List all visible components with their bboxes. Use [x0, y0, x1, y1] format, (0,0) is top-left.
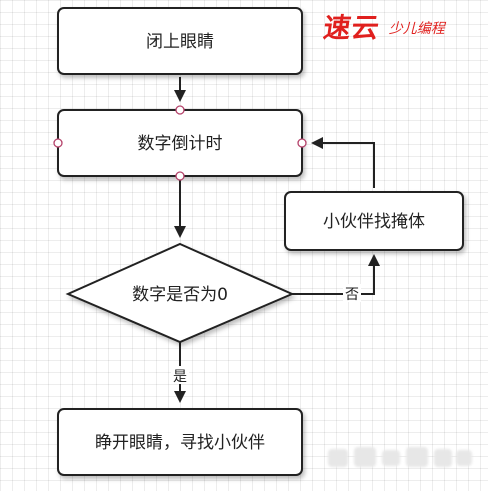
edge-label-yes-bg [171, 366, 189, 384]
node-countdown[interactable]: 数字倒计时 [57, 109, 303, 177]
edge-label-no-bg [343, 284, 361, 302]
logo-sub-text: 少儿编程 [387, 21, 448, 37]
node-friends-hide-box [284, 191, 464, 251]
node-countdown-label: 数字倒计时 [138, 134, 223, 154]
node-open-eyes-box [57, 408, 303, 476]
node-close-eyes[interactable]: 闭上眼睛 [57, 7, 303, 75]
node-decision-label: 数字是否为0 [132, 285, 228, 305]
node-friends-hide-label: 小伙伴找掩体 [323, 212, 425, 232]
edge-label-no: 否 [345, 287, 359, 303]
handle-bottom-icon[interactable] [175, 171, 185, 181]
node-open-eyes[interactable]: 睁开眼睛，寻找小伙伴 [57, 408, 303, 476]
handle-left-icon[interactable] [53, 138, 63, 148]
node-decision-diamond [65, 242, 295, 344]
blurred-watermark [328, 447, 472, 467]
node-open-eyes-label: 睁开眼睛，寻找小伙伴 [95, 433, 265, 453]
brand-logo: 速云 少儿编程 [321, 4, 484, 44]
node-close-eyes-label: 闭上眼睛 [146, 32, 214, 52]
node-friends-hide[interactable]: 小伙伴找掩体 [284, 191, 464, 251]
edge-label-yes: 是 [173, 369, 187, 385]
edge-hide-to-countdown [311, 137, 375, 188]
node-close-eyes-box [57, 7, 303, 75]
logo-main-text: 速云 [321, 13, 382, 44]
edge-decision-no-to-hide [292, 254, 380, 295]
handle-right-icon[interactable] [297, 138, 307, 148]
handle-top-icon[interactable] [175, 105, 185, 115]
node-decision[interactable]: 数字是否为0 [65, 242, 295, 344]
